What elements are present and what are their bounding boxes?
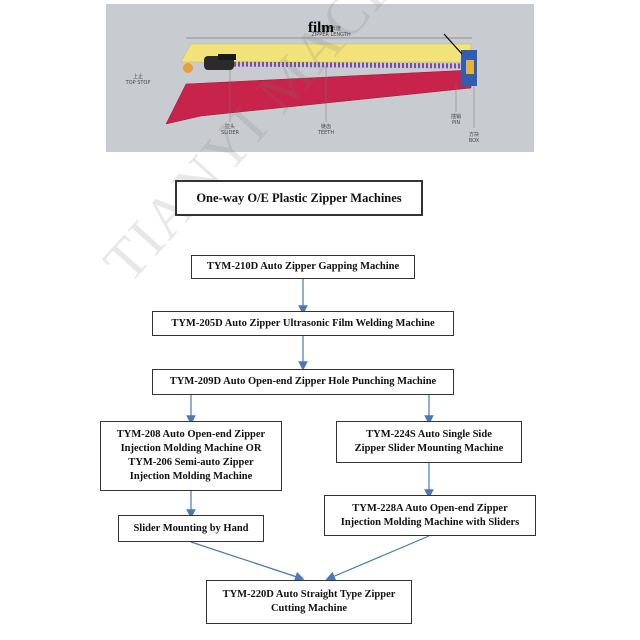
arrow-hand-220	[190, 541, 305, 582]
film-arrow	[443, 33, 463, 55]
zipper-illustration	[165, 33, 477, 128]
step-228a: TYM-228A Auto Open-end Zipper Injection …	[324, 495, 536, 536]
zipper-teeth	[225, 61, 467, 69]
arrow-228-220	[325, 535, 430, 581]
step-208-206: TYM-208 Auto Open-end Zipper Injection M…	[100, 421, 282, 491]
box-part	[466, 60, 474, 74]
step-209d: TYM-209D Auto Open-end Zipper Hole Punch…	[152, 369, 454, 395]
step-210d: TYM-210D Auto Zipper Gapping Machine	[191, 255, 415, 279]
top-stop	[183, 63, 193, 73]
step-224s: TYM-224S Auto Single Side Zipper Slider …	[336, 421, 522, 463]
step-205d: TYM-205D Auto Zipper Ultrasonic Film Wel…	[152, 311, 454, 336]
slider-pull	[218, 54, 236, 60]
diagram-title: One-way O/E Plastic Zipper Machines	[175, 180, 423, 216]
film-label: film	[308, 20, 334, 36]
step-220d: TYM-220D Auto Straight Type Zipper Cutti…	[206, 580, 412, 624]
yellow-tape	[180, 43, 472, 63]
step-hand-mounting: Slider Mounting by Hand	[118, 515, 264, 542]
